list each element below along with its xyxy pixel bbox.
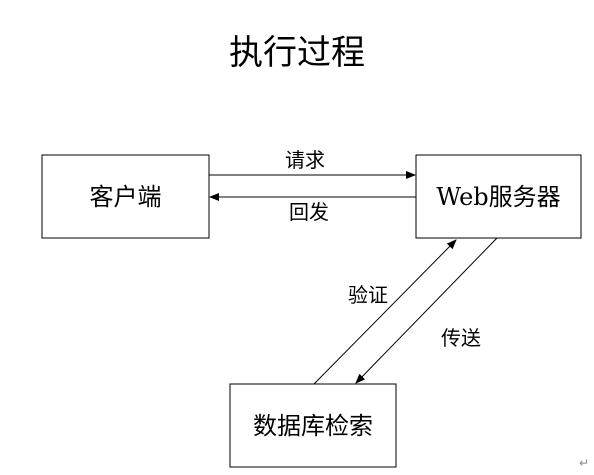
database-box — [229, 383, 397, 468]
diagram-title: 执行过程 — [229, 33, 365, 73]
paragraph-mark-icon: ↵ — [579, 456, 589, 470]
web-server-box — [415, 154, 582, 239]
client-box — [41, 154, 210, 239]
verify-arrow — [313, 239, 457, 385]
request-label: 请求 — [285, 148, 325, 172]
verify-label: 验证 — [348, 283, 388, 307]
transmit-label: 传送 — [441, 326, 481, 350]
database-label: 数据库检索 — [253, 412, 373, 440]
transmit-arrow — [355, 237, 498, 384]
response-label: 回发 — [289, 200, 329, 224]
web-server-label: Web服务器 — [436, 183, 560, 211]
client-label: 客户端 — [90, 183, 162, 211]
